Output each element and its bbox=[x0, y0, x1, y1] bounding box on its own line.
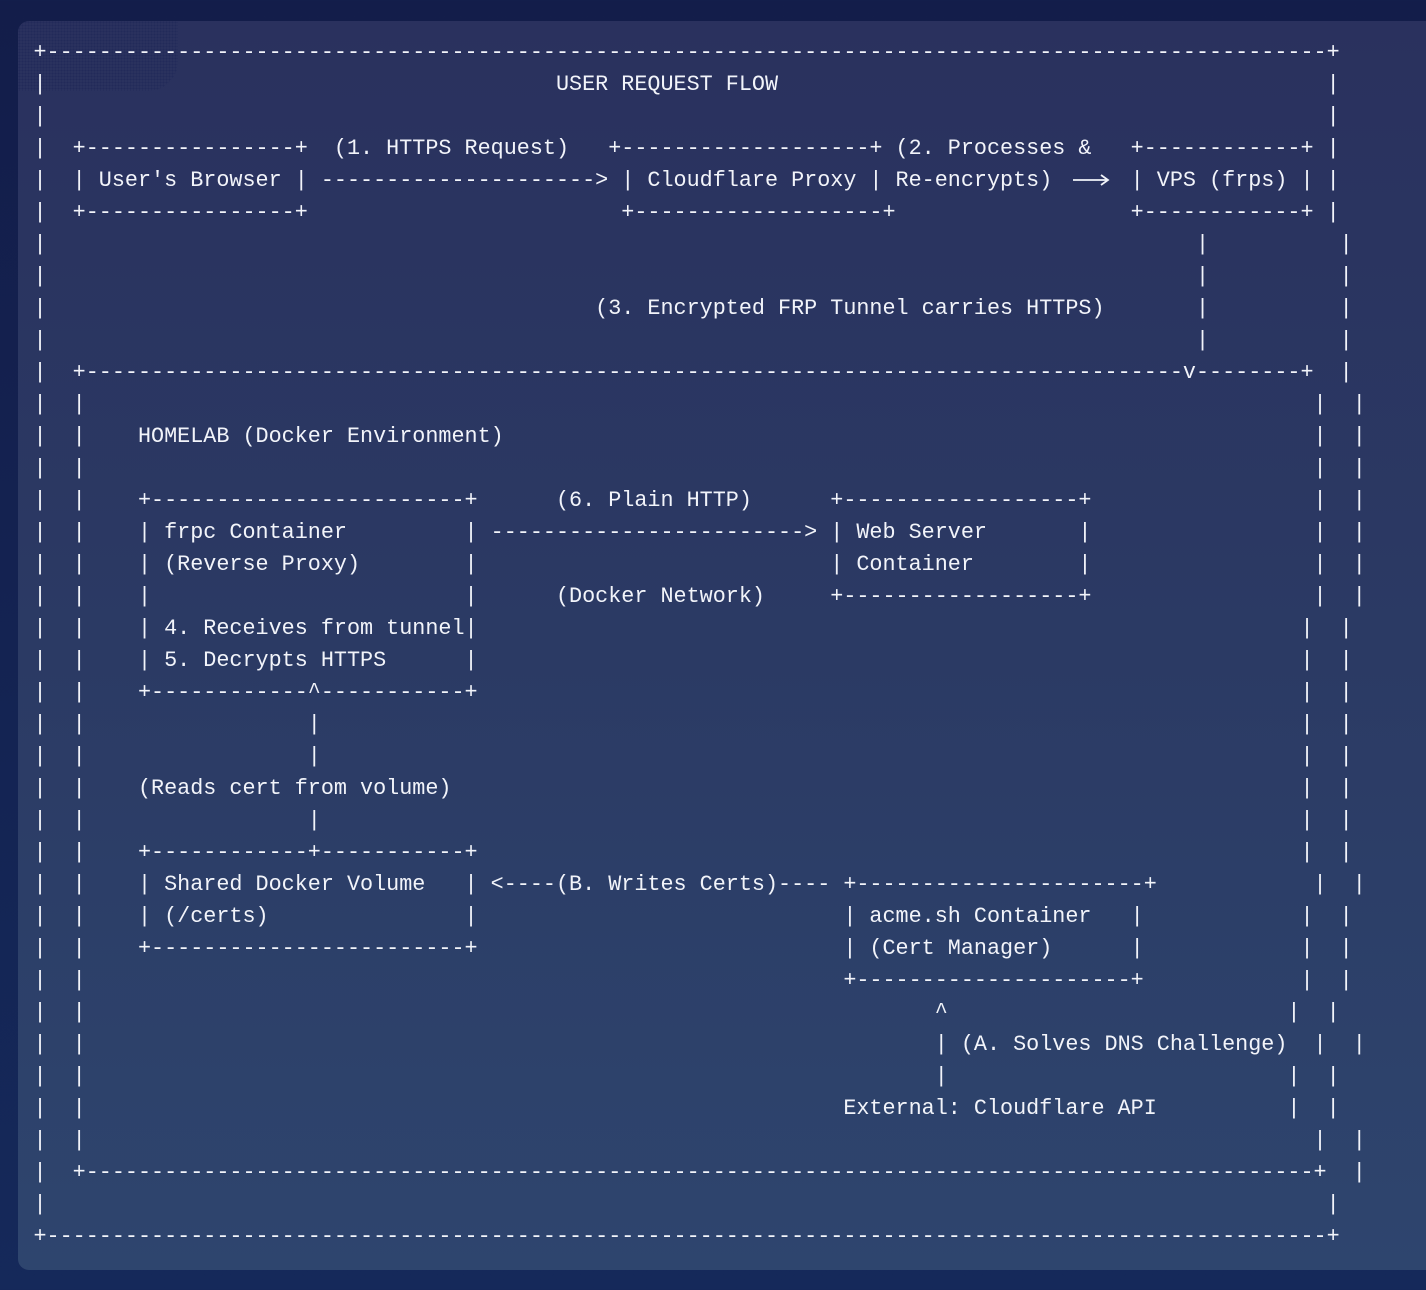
diagram-line: | | +---------------------+ | | bbox=[34, 965, 1353, 997]
diagram-text: | | | | (Docker Network) +--------------… bbox=[33, 584, 1366, 609]
diagram-line: | | | | | bbox=[34, 805, 1353, 837]
diagram-line: | | | | bbox=[34, 1125, 1366, 1157]
diagram-panel bbox=[18, 21, 1426, 1270]
diagram-line: | | bbox=[34, 1189, 1340, 1221]
diagram-text: | +-------------------------------------… bbox=[33, 1160, 1366, 1185]
diagram-text: | +----------------+ (1. HTTPS Request) … bbox=[33, 136, 1340, 161]
diagram-text: | | | | | bbox=[33, 744, 1353, 769]
diagram-text: | | | | | bbox=[33, 808, 1353, 833]
diagram-line: | | | | | bbox=[34, 709, 1353, 741]
diagram-text: | | | (Reverse Proxy) | | Container | | … bbox=[33, 552, 1366, 577]
diagram-line: | +----------------+ +------------------… bbox=[34, 197, 1340, 229]
diagram-line: | | User's Browser | -------------------… bbox=[34, 165, 1340, 197]
diagram-line: | | External: Cloudflare API | | bbox=[34, 1093, 1340, 1125]
diagram-line: | | +------------------------+ (6. Plain… bbox=[34, 485, 1366, 517]
diagram-line: | | | (/certs) | | acme.sh Container | |… bbox=[34, 901, 1353, 933]
diagram-line: | | +------------^-----------+ | | bbox=[34, 677, 1353, 709]
diagram-text: | | | bbox=[33, 232, 1353, 257]
diagram-text: | | | frpc Container | -----------------… bbox=[33, 520, 1366, 545]
diagram-text: | (3. Encrypted FRP Tunnel carries HTTPS… bbox=[33, 296, 1353, 321]
diagram-line: | | | 4. Receives from tunnel| | | bbox=[34, 613, 1353, 645]
diagram-text: | | ^ | | bbox=[33, 1000, 1340, 1025]
diagram-text: | USER REQUEST FLOW | bbox=[33, 72, 1340, 97]
diagram-text: | | | | | bbox=[33, 712, 1353, 737]
diagram-text: | | | Shared Docker Volume | <----(B. Wr… bbox=[33, 872, 1366, 897]
diagram-line: | | | (Reverse Proxy) | | Container | | … bbox=[34, 549, 1366, 581]
diagram-text: +---------------------------------------… bbox=[33, 1224, 1340, 1249]
diagram-text: | | | | bbox=[33, 456, 1366, 481]
diagram-line: | | +------------------------+ | (Cert M… bbox=[34, 933, 1353, 965]
diagram-line: | | | bbox=[34, 261, 1353, 293]
diagram-line: | | | | (Docker Network) +--------------… bbox=[34, 581, 1366, 613]
diagram-text: | | | | bbox=[33, 1128, 1366, 1153]
diagram-line: | | | | bbox=[34, 453, 1366, 485]
diagram-text: | | +------------^-----------+ | | bbox=[33, 680, 1353, 705]
diagram-text: | | External: Cloudflare API | | bbox=[33, 1096, 1340, 1121]
diagram-text: | | HOMELAB (Docker Environment) | | bbox=[33, 424, 1366, 449]
diagram-line: | | ^ | | bbox=[34, 997, 1340, 1029]
diagram-text: | +----------------+ +------------------… bbox=[33, 200, 1340, 225]
diagram-line: | | (Reads cert from volume) | | bbox=[34, 773, 1353, 805]
diagram-line: | | | Shared Docker Volume | <----(B. Wr… bbox=[34, 869, 1366, 901]
diagram-line: | USER REQUEST FLOW | bbox=[34, 69, 1340, 101]
diagram-text: | | | bbox=[33, 264, 1353, 289]
diagram-text: | | bbox=[33, 104, 1340, 129]
diagram-text: | | | (/certs) | | acme.sh Container | |… bbox=[33, 904, 1353, 929]
diagram-text: | | User's Browser | -------------------… bbox=[33, 168, 1066, 193]
diagram-line: | | | | | bbox=[34, 741, 1353, 773]
diagram-line: | | | | bbox=[34, 389, 1366, 421]
diagram-line: | | +------------+-----------+ | | bbox=[34, 837, 1353, 869]
diagram-text: | VPS (frps) | | bbox=[1117, 168, 1340, 193]
diagram-text: | | | | bbox=[33, 392, 1366, 417]
diagram-text: +---------------------------------------… bbox=[33, 40, 1340, 65]
diagram-text: | | (Reads cert from volume) | | bbox=[33, 776, 1353, 801]
diagram-line: | | bbox=[34, 101, 1340, 133]
diagram-text: | | +------------+-----------+ | | bbox=[33, 840, 1353, 865]
diagram-text: | | | bbox=[33, 328, 1353, 353]
window-decoration bbox=[18, 21, 178, 91]
diagram-text: | | +---------------------+ | | bbox=[33, 968, 1353, 993]
diagram-line: | | | frpc Container | -----------------… bbox=[34, 517, 1366, 549]
diagram-line: | +----------------+ (1. HTTPS Request) … bbox=[34, 133, 1340, 165]
diagram-text: | | bbox=[33, 1192, 1340, 1217]
diagram-line: | +-------------------------------------… bbox=[34, 357, 1353, 389]
diagram-text: | | | | | bbox=[33, 1064, 1340, 1089]
diagram-text: | | +------------------------+ | (Cert M… bbox=[33, 936, 1353, 961]
diagram-text: | | +------------------------+ (6. Plain… bbox=[33, 488, 1366, 513]
diagram-line: | | | 5. Decrypts HTTPS | | | bbox=[34, 645, 1353, 677]
diagram-line: | | | bbox=[34, 229, 1353, 261]
diagram-line: +---------------------------------------… bbox=[34, 1221, 1340, 1253]
diagram-line: | | | | | bbox=[34, 1061, 1340, 1093]
diagram-text: | | | 4. Receives from tunnel| | | bbox=[33, 616, 1353, 641]
diagram-text: | | | (A. Solves DNS Challenge) | | bbox=[33, 1032, 1366, 1057]
diagram-line: | (3. Encrypted FRP Tunnel carries HTTPS… bbox=[34, 293, 1353, 325]
diagram-line: | | HOMELAB (Docker Environment) | | bbox=[34, 421, 1366, 453]
long-arrow-icon bbox=[1065, 165, 1117, 197]
diagram-line: | | | bbox=[34, 325, 1353, 357]
diagram-text: | +-------------------------------------… bbox=[33, 360, 1353, 385]
diagram-line: | +-------------------------------------… bbox=[34, 1157, 1366, 1189]
diagram-line: | | | (A. Solves DNS Challenge) | | bbox=[34, 1029, 1366, 1061]
diagram-line: +---------------------------------------… bbox=[34, 37, 1340, 69]
diagram-text: | | | 5. Decrypts HTTPS | | | bbox=[33, 648, 1353, 673]
